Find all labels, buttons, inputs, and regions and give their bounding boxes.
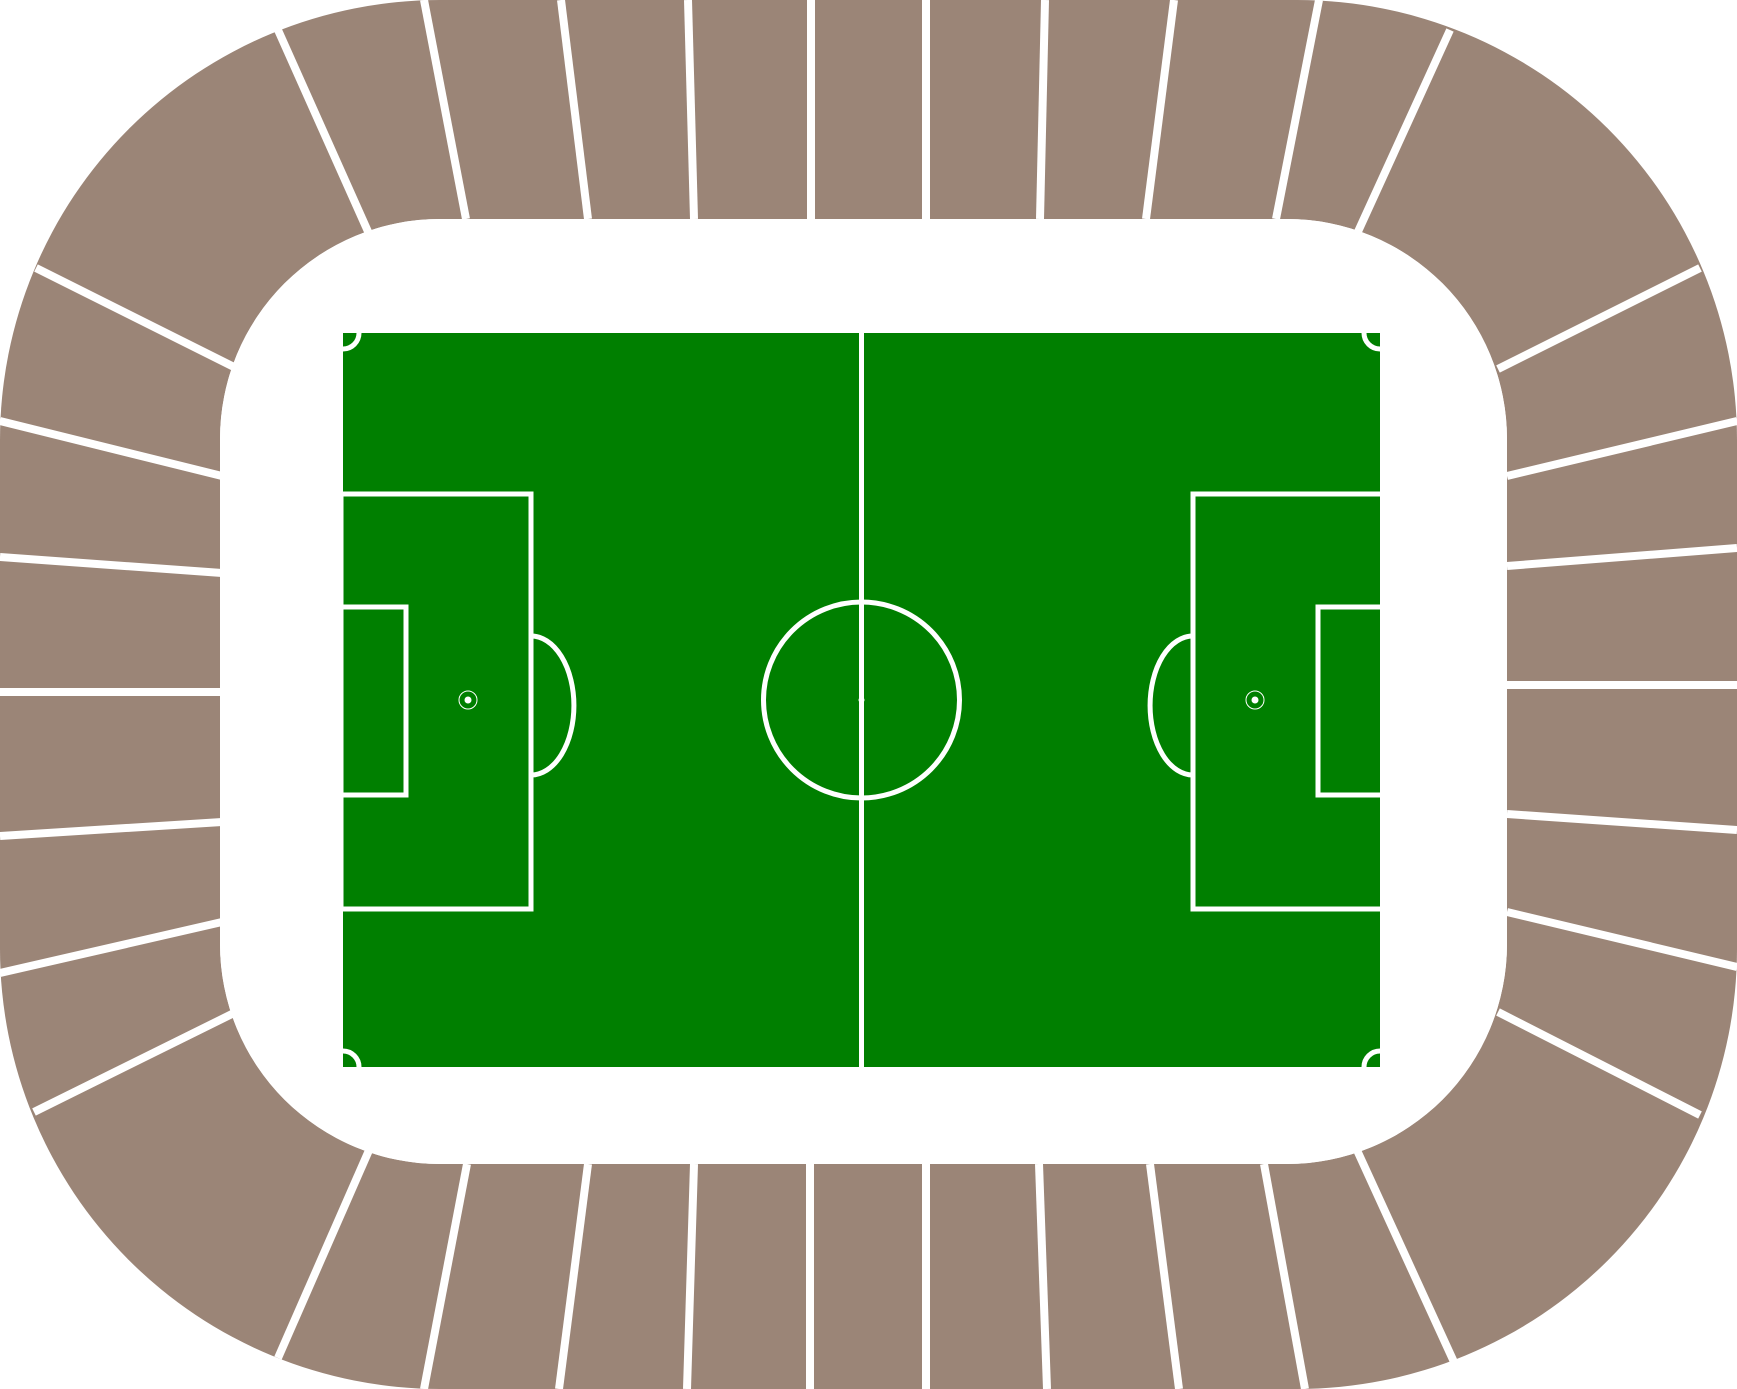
corner-arc-bottom-right <box>1361 1048 1381 1068</box>
penalty-spot-left <box>464 696 472 704</box>
penalty-spot-right <box>1251 696 1259 704</box>
penalty-arc-right <box>1147 633 1194 778</box>
section-divider <box>0 553 223 577</box>
pitch-spots <box>458 690 1265 710</box>
section-divider <box>1506 908 1737 971</box>
section-divider <box>1506 417 1737 480</box>
section-divider <box>1035 1163 1051 1389</box>
corner-arc-top-right <box>1361 332 1381 352</box>
section-divider <box>1506 810 1737 834</box>
section-divider <box>32 1008 238 1116</box>
section-divider <box>1260 1163 1309 1389</box>
section-divider <box>0 818 223 840</box>
section-divider <box>1272 0 1323 220</box>
section-divider <box>683 1163 698 1389</box>
section-divider <box>1496 264 1702 373</box>
section-divider <box>1496 1008 1702 1119</box>
section-divider <box>0 918 223 977</box>
section-divider <box>1036 0 1049 220</box>
section-divider <box>274 28 374 238</box>
section-divider <box>420 0 470 220</box>
goal-area-left <box>338 604 409 798</box>
football-pitch <box>338 332 1386 1068</box>
section-divider <box>420 1163 471 1389</box>
goal-area-right <box>1315 604 1386 798</box>
section-divider <box>684 0 698 220</box>
section-divider <box>1506 544 1737 570</box>
corner-arc-bottom-left <box>342 1048 362 1068</box>
section-divider <box>0 417 223 480</box>
section-divider <box>557 0 592 220</box>
corner-arc-top-left <box>342 332 362 352</box>
section-divider <box>555 1163 592 1389</box>
penalty-spot-right-ring <box>1245 690 1265 710</box>
section-divider <box>34 264 238 372</box>
section-divider <box>1352 1146 1458 1364</box>
section-divider <box>1142 0 1178 220</box>
section-divider <box>1146 1163 1183 1389</box>
penalty-spot-left-ring <box>458 690 478 710</box>
penalty-arc-left <box>530 633 577 778</box>
center-circle <box>761 599 962 801</box>
section-divider <box>1352 28 1454 238</box>
center-spot <box>858 697 865 703</box>
section-divider <box>274 1146 374 1360</box>
